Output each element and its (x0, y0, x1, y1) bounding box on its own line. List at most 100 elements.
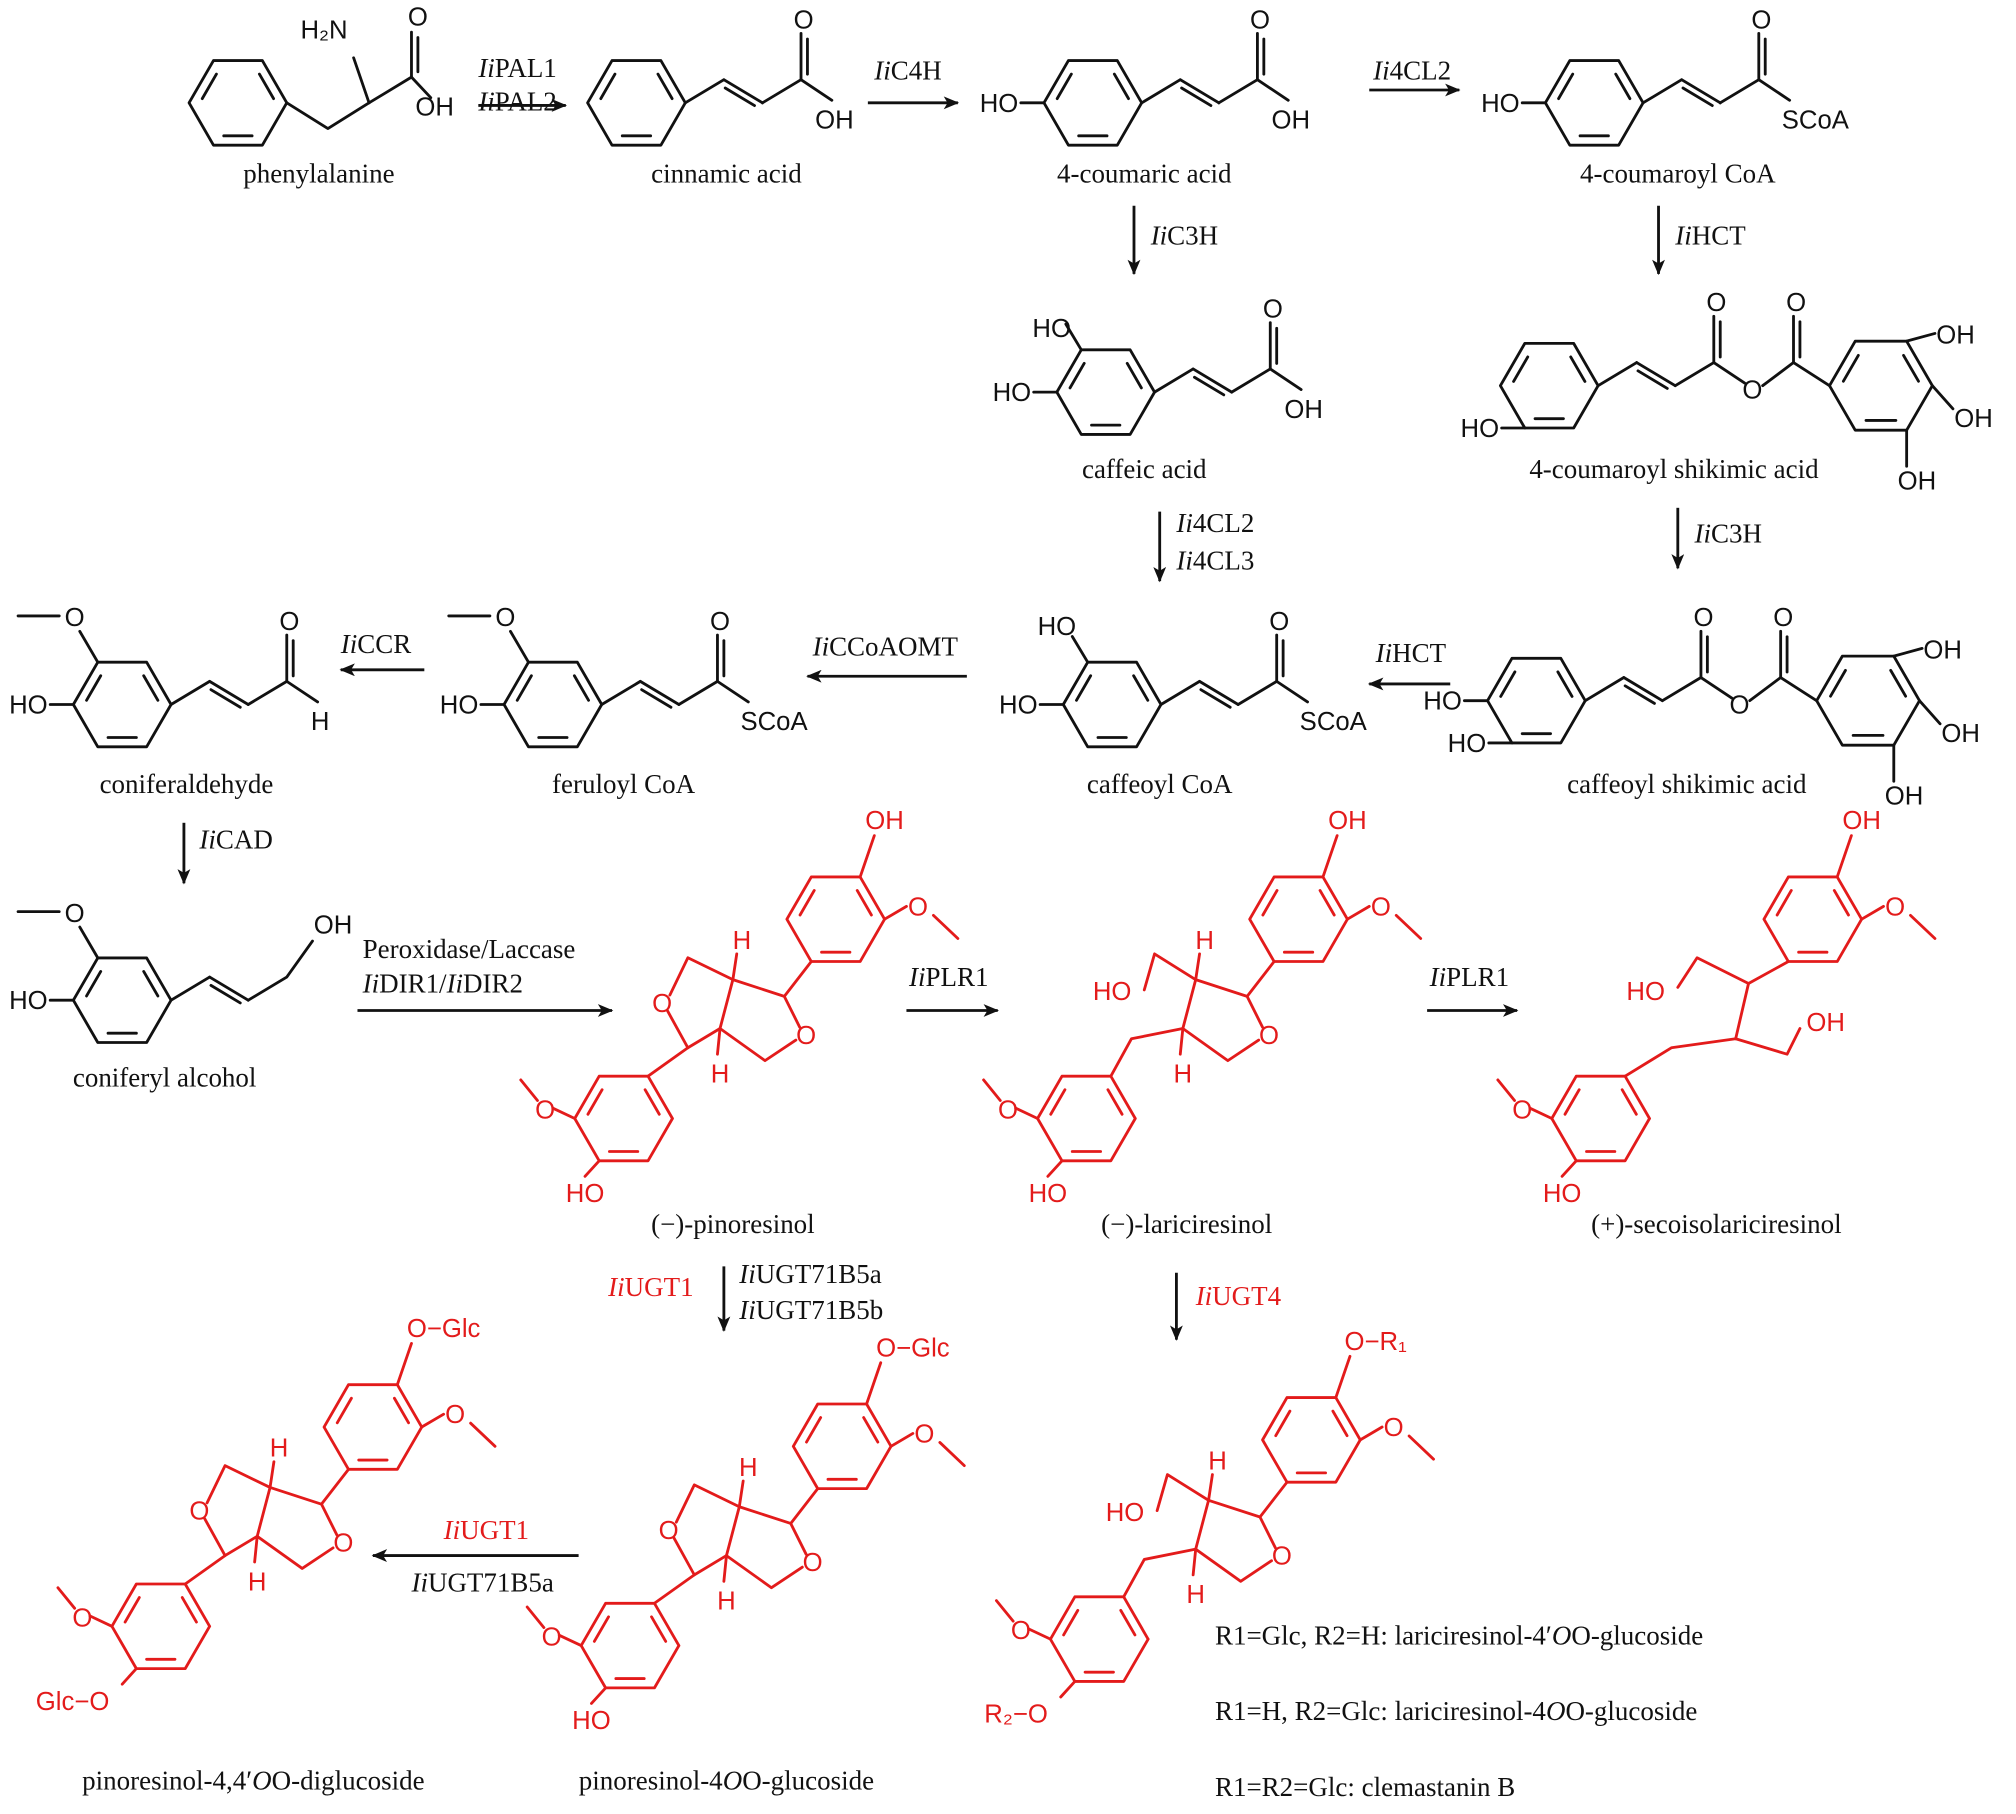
label-coniferyl-alcohol: coniferyl alcohol (73, 1062, 257, 1092)
bond (725, 1554, 804, 1590)
double-bond (1681, 86, 1714, 107)
bond (737, 1479, 745, 1509)
ring-double-bond (643, 1088, 661, 1116)
ring-double-bond (1331, 1409, 1349, 1438)
bond (1159, 679, 1201, 706)
benzene-ring (71, 660, 173, 749)
bond (509, 629, 530, 664)
bond (1178, 1027, 1185, 1056)
bond (1230, 367, 1272, 394)
ring-double-bond (335, 1396, 353, 1425)
bond (78, 925, 100, 960)
hashed-bond (653, 1573, 696, 1605)
double-bond (640, 688, 673, 709)
benzene-ring (573, 1074, 674, 1163)
benzene-ring (1061, 660, 1163, 749)
bond (1122, 1547, 1198, 1599)
double-bond (1178, 78, 1221, 105)
enzyme-dir: IiDIR1/IiDIR2 (362, 968, 523, 998)
label-caffeoyl-shikimic-acid: caffeoyl shikimic acid (1567, 769, 1807, 799)
bond (352, 56, 371, 105)
bond (889, 1432, 915, 1448)
benzene-ring (1036, 1074, 1137, 1163)
atom-label-h: H (1195, 927, 1214, 955)
bond (722, 1554, 728, 1583)
bond (1194, 952, 1201, 982)
enzyme-pal1: IiPAL1 (477, 53, 556, 83)
double-bond (1635, 361, 1677, 388)
bond (1560, 1159, 1578, 1178)
ring-double-bond (1569, 355, 1587, 383)
bond (1583, 676, 1626, 703)
ring-double-bond (1062, 1608, 1080, 1637)
bond (731, 952, 739, 982)
ring-double-bond (599, 72, 617, 101)
atom-label-o: O (1706, 289, 1726, 317)
ring-double-bond (1775, 889, 1793, 917)
double-bond (1680, 78, 1722, 105)
atom-label-ome: O (65, 900, 85, 928)
benzene-ring (1543, 59, 1645, 147)
bond (1194, 1547, 1273, 1583)
atom-label-ome: O (65, 604, 85, 632)
double-bond (722, 78, 764, 105)
ring-double-bond (1075, 674, 1093, 702)
bond (1596, 361, 1639, 388)
methyl-bond (982, 1078, 1002, 1102)
benzene-ring (1550, 1074, 1651, 1163)
bond (1181, 1027, 1261, 1063)
bond (1275, 679, 1309, 704)
atom-label-o: O (1742, 377, 1762, 405)
bond (268, 1460, 276, 1489)
enzyme-plr1-b: IiPLR1 (1429, 962, 1509, 992)
atom-label-ome: O (914, 1420, 934, 1448)
ring-double-bond (1889, 668, 1908, 698)
bond (1930, 384, 1955, 411)
atom-label-ho: HO (1461, 415, 1500, 443)
benzene-ring (1248, 875, 1349, 963)
benzene-ring (1828, 339, 1934, 432)
atom-label-ho: HO (1106, 1499, 1145, 1527)
atom-label-h: H (717, 1588, 736, 1616)
benzene-ring (1486, 656, 1587, 745)
bond (600, 679, 642, 706)
atom-label-o: O (796, 1022, 816, 1050)
double-bond (1193, 375, 1226, 397)
atom-label-oh: OH (1284, 396, 1323, 424)
atom-label-ome: O (445, 1401, 465, 1429)
methyl-bond (1407, 1434, 1435, 1461)
label-4-coumaroyl-shikimic-acid: 4-coumaroyl shikimic acid (1529, 454, 1819, 484)
bond (1860, 904, 1885, 921)
atom-label-oh: OH (1272, 107, 1311, 135)
bond (1345, 904, 1371, 921)
atom-label-o: O (1263, 296, 1283, 324)
label-caffeic-acid: caffeic acid (1082, 454, 1207, 484)
benzene-ring (1055, 348, 1156, 436)
bond (1046, 1159, 1064, 1178)
bond (1528, 1106, 1554, 1120)
bond (1734, 982, 1750, 1041)
atom-label-h: H (1208, 1447, 1227, 1475)
atom-label-scoa: SCoA (740, 708, 808, 736)
bond (285, 679, 320, 704)
bond (1712, 361, 1747, 385)
hashed-bond (1258, 1480, 1289, 1519)
methyl-bond (932, 913, 960, 940)
atom-label-oh: OH (1923, 637, 1962, 665)
atom-label-ome: O (72, 1604, 92, 1632)
legend-line-1: R1=Glc, R2=H: lariciresinol-4′OO-glucosi… (1215, 1620, 1703, 1650)
atom-label-ome: O (1512, 1096, 1532, 1124)
atom-label-ho: HO (1032, 315, 1071, 343)
benzene-ring (1049, 1595, 1150, 1683)
methyl-bond (519, 1078, 539, 1102)
atom-label-o: O (710, 608, 730, 636)
ring-double-bond (142, 674, 160, 702)
ring-double-bond (1112, 72, 1130, 101)
bond (1014, 1106, 1039, 1120)
atom-label-o: O (333, 1530, 353, 1558)
ring-double-bond (1125, 361, 1143, 390)
ring-double-bond (1841, 353, 1860, 383)
hashed-bond (320, 1467, 350, 1506)
bond (246, 679, 289, 706)
ring-double-bond (1556, 670, 1574, 698)
